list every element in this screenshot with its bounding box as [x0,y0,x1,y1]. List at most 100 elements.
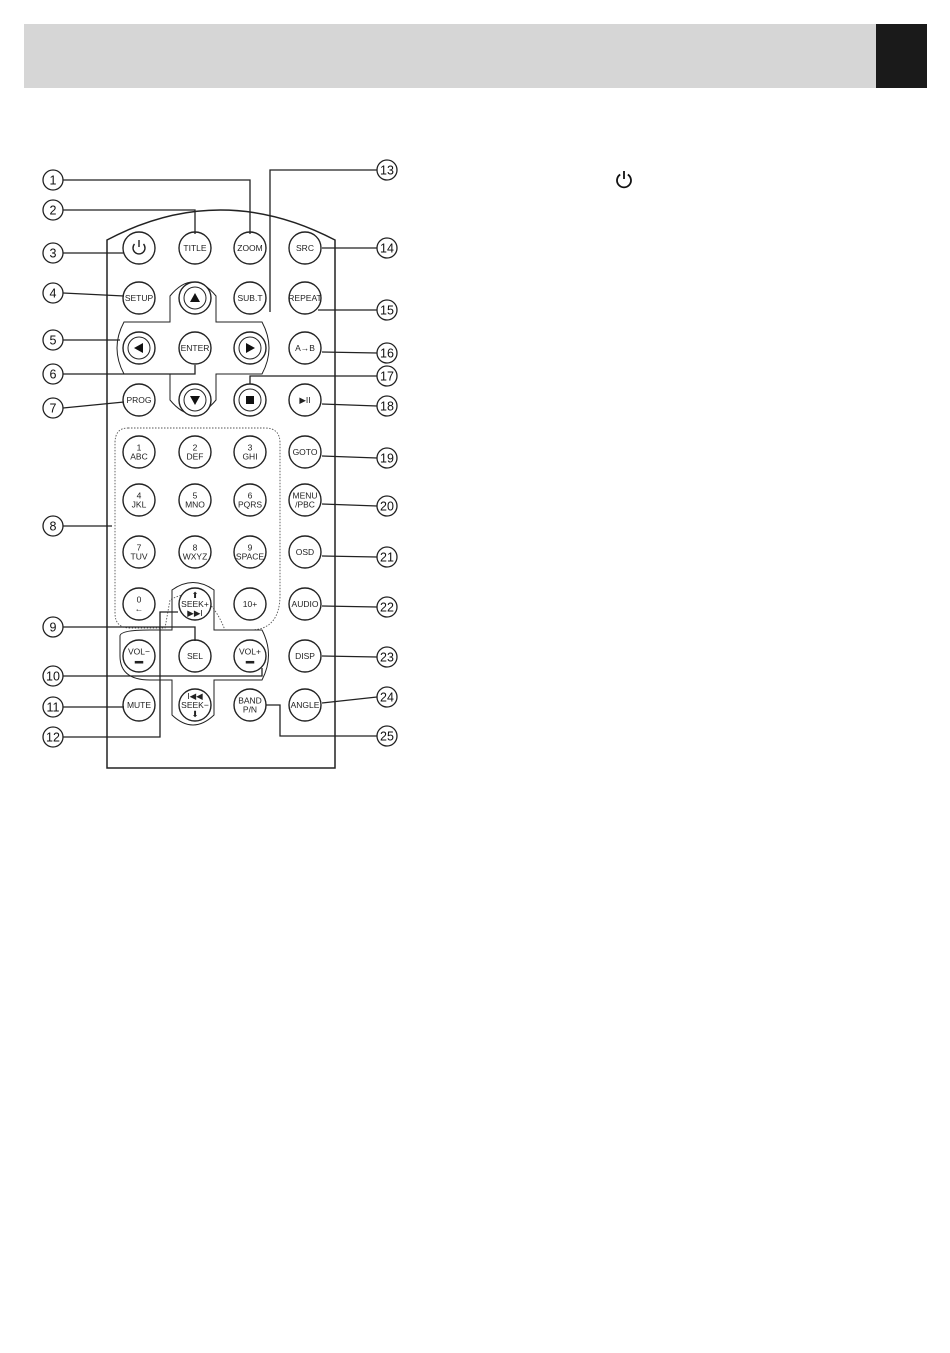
remote-button-playpause[interactable]: ▶II [289,384,321,416]
callout-number: 4 [50,287,57,301]
remote-button-ab[interactable]: A→B [289,332,321,364]
callout-number: 17 [380,370,394,384]
remote-button-menu[interactable]: MENU/PBC [289,484,321,516]
callout-number: 11 [47,701,60,715]
remote-button-enter[interactable]: ENTER [179,332,211,364]
callout-24: 24 [377,687,397,707]
remote-button-stop[interactable] [234,384,266,416]
remote-button-angle[interactable]: ANGLE [289,689,321,721]
callout-number: 14 [380,242,394,256]
button-label: DISP [295,651,315,661]
remote-button-n0[interactable]: 0← [123,588,155,620]
button-label: ABC [130,452,147,462]
remote-button-disp[interactable]: DISP [289,640,321,672]
button-label: SPACE [236,552,265,562]
callout-16: 16 [377,343,397,363]
callout-number: 8 [50,520,57,534]
button-label: AUDIO [292,599,319,609]
remote-button-up[interactable] [179,282,211,314]
button-label: ← [135,604,144,614]
leader-line [250,376,377,384]
button-label: 10+ [243,599,257,609]
remote-button-goto[interactable]: GOTO [289,436,321,468]
remote-button-volplus[interactable]: VOL+▬ [234,640,266,672]
remote-button-subt[interactable]: SUB.T [234,282,266,314]
leader-line [322,697,377,703]
callout-number: 19 [380,452,394,466]
button-label: ⬇ [191,709,198,719]
remote-button-mute[interactable]: MUTE [123,689,155,721]
remote-button-osd[interactable]: OSD [289,536,321,568]
button-label: ▬ [246,656,255,666]
callout-number: 24 [380,691,394,705]
leader-line [270,170,377,312]
button-label: REPEAT [288,293,321,303]
button-label: ▶II [299,395,310,405]
leader-line [322,456,377,458]
button-label: SETUP [125,293,154,303]
callout-number: 12 [46,731,60,745]
callout-6: 6 [43,364,63,384]
button-label: ▶▶I [187,608,202,618]
leader-line [63,627,195,641]
leader-line [63,668,262,676]
remote-button-repeat[interactable]: REPEAT [288,282,321,314]
leader-line [63,180,250,234]
button-label: TITLE [183,243,206,253]
remote-button-sel[interactable]: SEL [179,640,211,672]
button-circle [123,232,155,264]
callout-number: 6 [50,368,57,382]
remote-button-n10[interactable]: 10+ [234,588,266,620]
remote-button-setup[interactable]: SETUP [123,282,155,314]
remote-button-right[interactable] [234,332,266,364]
button-label: PQRS [238,500,262,510]
leader-line [266,705,377,736]
button-label: ▬ [135,656,144,666]
callout-number: 7 [50,402,57,416]
callout-number: 13 [380,164,394,178]
remote-button-zoom[interactable]: ZOOM [234,232,266,264]
remote-button-power[interactable] [123,232,155,264]
remote-button-src[interactable]: SRC [289,232,321,264]
callout-number: 1 [50,174,57,188]
callout-2: 2 [43,200,63,220]
leader-line [322,606,377,607]
remote-button-title[interactable]: TITLE [179,232,211,264]
callout-number: 5 [50,334,57,348]
callout-7: 7 [43,398,63,418]
callout-23: 23 [377,647,397,667]
callout-25: 25 [377,726,397,746]
callout-17: 17 [377,366,397,386]
remote-button-seekdown[interactable]: I◀◀SEEK−⬇ [179,689,211,721]
remote-button-volminus[interactable]: VOL−▬ [123,640,155,672]
header-tab [876,24,927,88]
remote-button-left[interactable] [123,332,155,364]
remote-button-down[interactable] [179,384,211,416]
button-label: /PBC [295,500,315,510]
button-label: ZOOM [237,243,263,253]
callout-18: 18 [377,396,397,416]
leader-line [63,402,124,408]
button-label: P/N [243,705,257,715]
leader-line [322,656,377,657]
remote-button-seekup[interactable]: ⬆SEEK+▶▶I [179,588,211,620]
leader-line [322,404,377,406]
remote-control-diagram: TITLE ZOOM SRC SETUP SUB.T REPEAT ENTER A→B PROG… [0,150,420,790]
callout-14: 14 [377,238,397,258]
remote-button-audio[interactable]: AUDIO [289,588,321,620]
header-bar [24,24,876,88]
remote-button-prog[interactable]: PROG [123,384,155,416]
callout-number: 21 [380,551,394,565]
callout-number: 10 [46,670,60,684]
callout-11: 11 [43,697,63,717]
